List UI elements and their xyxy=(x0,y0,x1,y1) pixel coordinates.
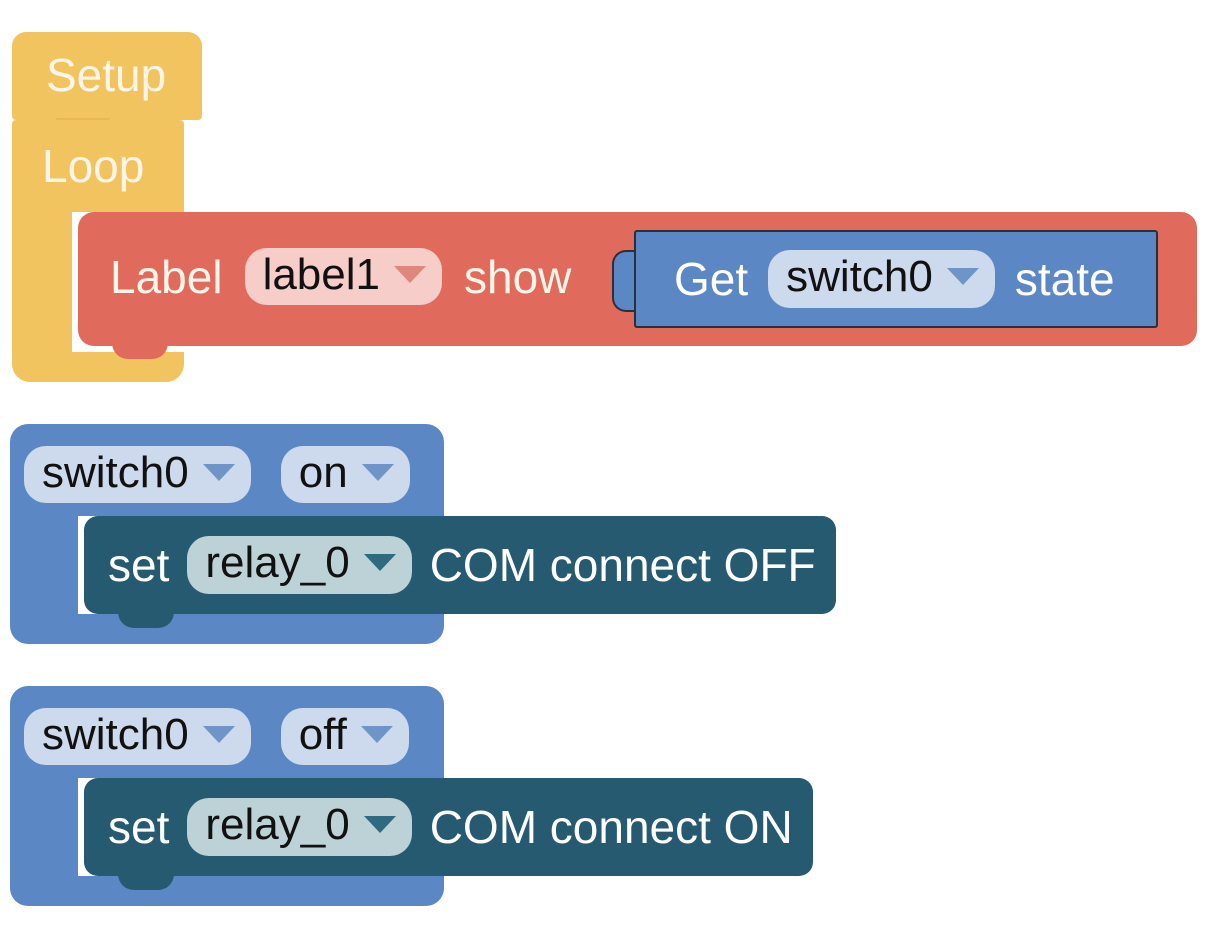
switch-dropdown-value: switch0 xyxy=(42,448,189,497)
set-block-suffix: COM connect OFF xyxy=(429,539,816,591)
switch-dropdown-value: switch0 xyxy=(42,710,189,759)
relay-dropdown-value: relay_0 xyxy=(205,800,350,850)
chevron-down-icon xyxy=(946,268,979,285)
chevron-down-icon xyxy=(202,725,235,743)
label-dropdown-value: label1 xyxy=(262,250,380,299)
get-block-suffix: state xyxy=(1014,253,1115,305)
chevron-down-icon xyxy=(202,463,235,481)
state-dropdown-value: off xyxy=(298,710,347,759)
state-dropdown-field[interactable]: on xyxy=(280,446,410,504)
label-block-top-notch xyxy=(112,212,168,228)
chevron-down-icon xyxy=(361,463,394,481)
label-block-bottom-notch xyxy=(112,341,168,359)
hat-block-fields: switch0 off xyxy=(24,708,409,766)
relay-dropdown-value: relay_0 xyxy=(205,538,350,588)
chevron-down-icon xyxy=(360,725,393,743)
set-block-bottom-notch xyxy=(118,872,174,890)
state-dropdown-field[interactable]: off xyxy=(280,708,409,766)
set-block-prefix: set xyxy=(108,801,170,853)
loop-block-label: Loop xyxy=(42,140,145,192)
hat-block-fields: switch0 on xyxy=(24,446,410,504)
switch-dropdown-field[interactable]: switch0 xyxy=(768,250,995,308)
relay-dropdown-field[interactable]: relay_0 xyxy=(187,536,412,594)
setup-block-label: Setup xyxy=(46,49,167,101)
setup-hat-block[interactable] xyxy=(12,32,202,120)
switch-dropdown-value: switch0 xyxy=(786,252,933,302)
state-dropdown-value: on xyxy=(298,448,348,497)
set-block-bottom-notch xyxy=(118,610,174,628)
set-block-top-notch xyxy=(118,516,174,532)
get-state-block[interactable]: Get switch0 state xyxy=(634,230,1158,328)
relay-dropdown-field[interactable]: relay_0 xyxy=(187,798,412,856)
set-block-suffix: COM connect ON xyxy=(429,801,793,853)
get-block-prefix: Get xyxy=(674,253,749,305)
set-relay-off-block[interactable]: set relay_0 COM connect OFF xyxy=(84,516,836,614)
set-block-top-notch xyxy=(118,778,174,794)
switch-dropdown-field[interactable]: switch0 xyxy=(24,446,251,504)
label-show-block-row: Label label1 show xyxy=(110,248,572,306)
chevron-down-icon xyxy=(363,554,396,571)
chevron-down-icon xyxy=(394,265,426,283)
set-block-prefix: set xyxy=(108,539,170,591)
label-block-prefix: Label xyxy=(110,250,223,303)
set-relay-on-block[interactable]: set relay_0 COM connect ON xyxy=(84,778,813,876)
chevron-down-icon xyxy=(363,816,396,833)
label-block-suffix: show xyxy=(464,250,572,303)
switch-dropdown-field[interactable]: switch0 xyxy=(24,708,251,766)
label-dropdown-field[interactable]: label1 xyxy=(244,248,442,306)
